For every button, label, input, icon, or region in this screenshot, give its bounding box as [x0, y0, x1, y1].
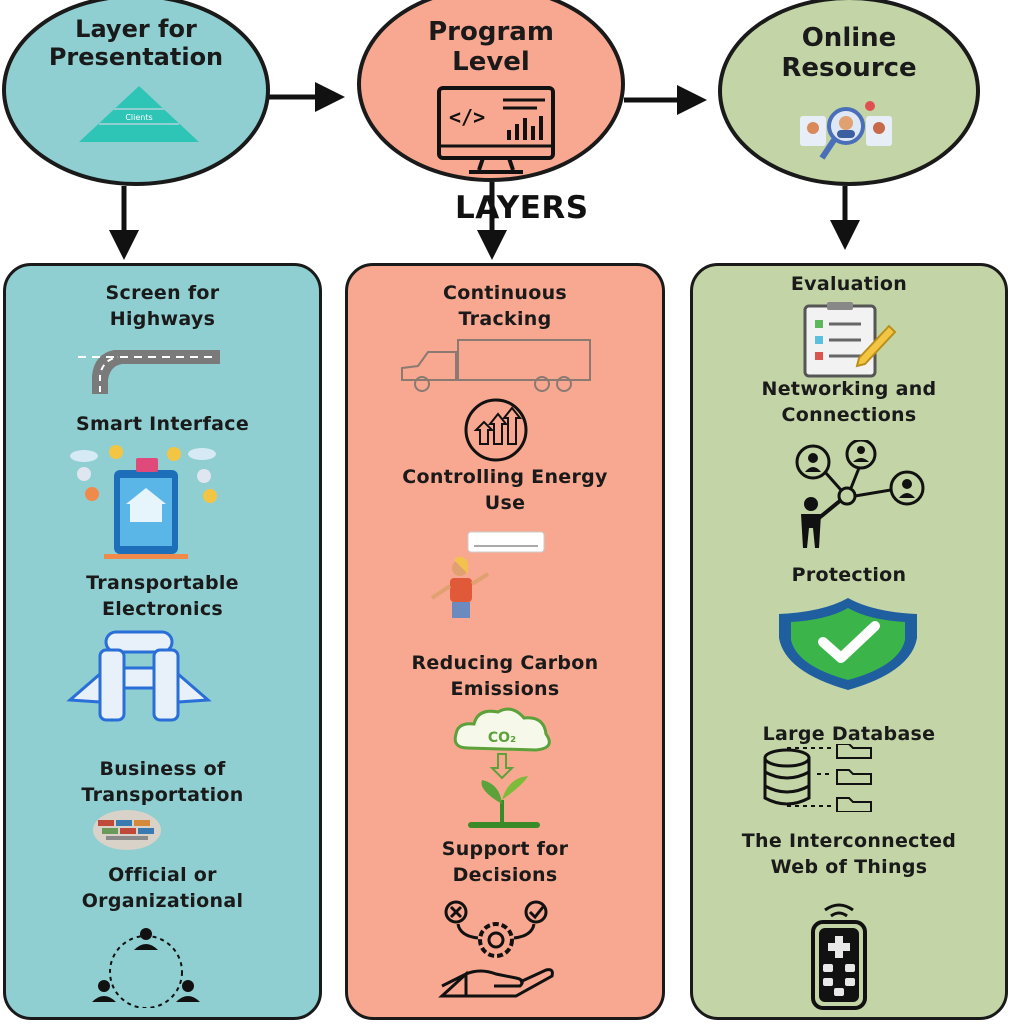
label-business-of-transportation: Business of Transportation: [81, 758, 244, 806]
presentation-column: Screen for Highways Smart Interface Tran…: [3, 263, 322, 1020]
presentation-layer-node: Layer for Presentation Clients: [2, 0, 270, 186]
network-people-icon: [795, 440, 925, 548]
label-smart-interface: Smart Interface: [75, 413, 250, 435]
label-large-database: Large Database: [762, 723, 936, 745]
program-column: Continuous Tracking Controlling Energy U…: [345, 263, 665, 1020]
air-conditioner-person-icon: [430, 531, 545, 618]
label-support-for-decisions: Support for Decisions: [441, 838, 569, 886]
decision-gear-hand-icon: [438, 900, 554, 998]
online-resource-node: Online Resource: [718, 0, 980, 186]
label-screen-for-highways: Screen for Highways: [105, 282, 220, 330]
database-folders-icon: [763, 744, 872, 812]
svg-text:</>: </>: [449, 105, 485, 129]
label-evaluation: Evaluation: [790, 273, 908, 295]
code-monitor-icon: </>: [437, 86, 555, 174]
co2-text: CO₂: [488, 730, 516, 746]
checklist-clipboard-icon: [803, 302, 897, 378]
label-interconnected-web-of-things: The Interconnected Web of Things: [741, 830, 957, 878]
label-continuous-tracking: Continuous Tracking: [442, 282, 568, 330]
organization-network-icon: [92, 928, 200, 1008]
online-resource-column: Evaluation Networking and Connections Pr…: [690, 263, 1008, 1020]
growth-cycle-icon: [464, 398, 528, 462]
program-level-title: Program Level: [428, 17, 554, 77]
program-level-node: Program Level </>: [357, 0, 625, 182]
label-controlling-energy-use: Controlling Energy Use: [402, 466, 608, 514]
pyramid-label: Clients: [125, 113, 152, 122]
jetpack-icon: [66, 630, 212, 722]
people-search-icon: [800, 101, 892, 160]
pyramid-icon: Clients: [79, 86, 199, 142]
security-shield-icon: [779, 598, 917, 690]
label-reducing-carbon-emissions: Reducing Carbon Emissions: [411, 652, 599, 700]
remote-control-icon: [811, 903, 867, 1010]
label-networking-and-connections: Networking and Connections: [761, 378, 937, 426]
label-protection: Protection: [791, 564, 907, 586]
label-transportable-electronics: Transportable Electronics: [86, 572, 239, 620]
highway-road-icon: [74, 350, 220, 394]
smart-home-tablet-icon: [70, 445, 217, 559]
layers-heading: LAYERS: [455, 190, 589, 226]
truck-icon: [401, 339, 591, 392]
presentation-layer-title: Layer for Presentation: [48, 15, 224, 71]
online-resource-title: Online Resource: [781, 23, 917, 83]
label-official-or-organizational: Official or Organizational: [81, 864, 244, 912]
co2-plant-icon: CO₂: [453, 707, 551, 828]
shipping-containers-icon: [93, 810, 161, 850]
